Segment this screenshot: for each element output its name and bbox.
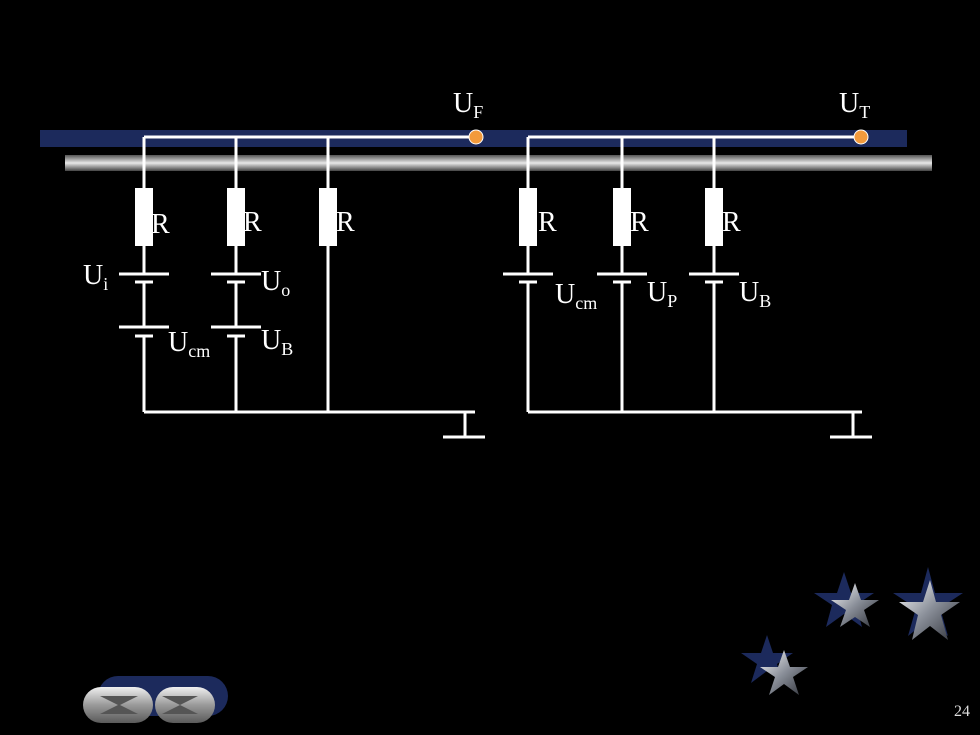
right-arrow-icon [162,696,198,714]
resistor-label-4: R [538,207,557,238]
prev-button[interactable] [83,687,153,723]
star-decoration-icon [741,635,808,695]
star-decoration-icon [814,572,879,627]
node-t [853,129,869,145]
ucm-left-label: Ucm [168,327,210,361]
battery-ucm-right [503,272,553,284]
wires [142,135,872,439]
resistor-4 [519,188,537,246]
up-label: UP [647,277,677,311]
resistor-label-2: R [243,207,262,238]
battery-uo [211,272,261,284]
resistor-label-3: R [336,207,355,238]
resistor-label-6: R [722,207,741,238]
node-f-label: UF [453,88,483,122]
node-f [468,129,484,145]
resistor-6 [705,188,723,246]
battery-ucm-left [119,325,169,338]
bus-bar-gray [65,155,932,171]
next-button[interactable] [155,687,215,723]
ub-left-label: UB [261,325,293,359]
resistor-label-1: R [151,209,170,240]
battery-ui [119,272,169,284]
resistor-2 [227,188,245,246]
star-decoration-icon [893,567,963,640]
ui-label: Ui [83,260,108,294]
page-number: 24 [954,703,970,720]
left-arrow-icon [100,696,138,714]
uo-label: Uo [261,266,290,300]
battery-ub-left [211,325,261,338]
node-t-label: UT [839,88,870,122]
battery-ub-right [689,272,739,284]
resistor-3 [319,188,337,246]
battery-up [597,272,647,284]
resistor-1 [135,188,153,246]
resistor-label-5: R [630,207,649,238]
ucm-right-label: Ucm [555,279,597,313]
ub-right-label: UB [739,277,771,311]
resistor-5 [613,188,631,246]
